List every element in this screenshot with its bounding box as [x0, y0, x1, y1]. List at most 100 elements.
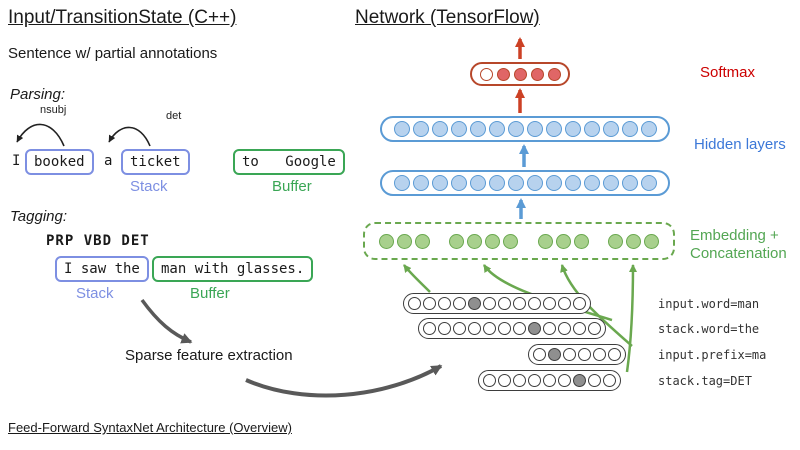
- unit-circle: [488, 175, 505, 191]
- unit-circle: [513, 297, 526, 310]
- unit-circle: [467, 233, 483, 249]
- unit-circle: [513, 374, 526, 387]
- unit-circle: [545, 175, 562, 191]
- sentence-subtitle: Sentence w/ partial annotations: [8, 45, 218, 62]
- hidden-layers-label: Hidden layers: [694, 136, 786, 153]
- unit-circle: [543, 297, 556, 310]
- embedding-label-line1: Embedding +: [690, 227, 779, 244]
- unit-circle: [507, 175, 524, 191]
- unit-circle: [483, 297, 496, 310]
- unit-circle: [621, 175, 638, 191]
- unit-circle: [593, 348, 606, 361]
- unit-circle: [573, 297, 586, 310]
- unit-circle: [496, 67, 510, 81]
- unit-circle: [563, 348, 576, 361]
- unit-circle: [543, 374, 556, 387]
- tagging-stack-label: Stack: [76, 285, 114, 302]
- unit-circle: [393, 175, 410, 191]
- unit-circle: [564, 175, 581, 191]
- embedding-groups: [379, 233, 659, 249]
- parsing-buffer-label: Buffer: [272, 178, 312, 195]
- unit-circle: [625, 233, 641, 249]
- hidden-layer-2: [380, 170, 670, 196]
- unit-circle: [483, 322, 496, 335]
- sparse-feature-extraction-label: Sparse feature extraction: [125, 347, 293, 364]
- tagging-buffer-label: Buffer: [190, 285, 230, 302]
- feature-label-stack-word: stack.word=the: [658, 322, 760, 336]
- unit-circle: [573, 233, 589, 249]
- feature-label-input-word: input.word=man: [658, 297, 760, 311]
- unit-circle: [507, 121, 524, 137]
- embedding-label-line2: Concatenation: [690, 245, 787, 262]
- feature-label-stack-tag: stack.tag=DET: [658, 374, 752, 388]
- unit-circle: [543, 322, 556, 335]
- hidden-layer-circles-2: [393, 175, 657, 191]
- softmax-label: Softmax: [700, 64, 756, 81]
- unit-circle: [449, 233, 465, 249]
- embedding-group: [449, 233, 519, 249]
- unit-circle: [573, 374, 586, 387]
- unit-circle: [608, 348, 621, 361]
- unit-circle: [607, 233, 623, 249]
- unit-circle: [602, 121, 619, 137]
- sparse-to-network-arrow: [245, 364, 443, 398]
- unit-circle: [548, 348, 561, 361]
- unit-circle: [498, 322, 511, 335]
- feature-label-input-prefix: input.prefix=ma: [658, 348, 767, 362]
- token-booked-stack-box: booked: [25, 149, 94, 175]
- unit-circle: [438, 297, 451, 310]
- arc-nsubj-arrow: [16, 123, 65, 147]
- unit-circle: [555, 233, 571, 249]
- feature1-to-embedding-arrow: [403, 264, 431, 293]
- unit-circle: [450, 175, 467, 191]
- unit-circle: [583, 121, 600, 137]
- unit-circle: [583, 175, 600, 191]
- unit-circle: [547, 67, 561, 81]
- hidden-layer-circles-1: [393, 121, 657, 137]
- unit-circle: [397, 233, 412, 249]
- unit-circle: [528, 374, 541, 387]
- unit-circle: [621, 121, 638, 137]
- unit-circle: [379, 233, 394, 249]
- unit-circle: [573, 322, 586, 335]
- unit-circle: [431, 175, 448, 191]
- unit-circle: [526, 175, 543, 191]
- embedding-group: [607, 233, 659, 249]
- unit-circle: [498, 374, 511, 387]
- unit-circle: [545, 121, 562, 137]
- arc-det-label: det: [166, 110, 182, 122]
- unit-circle: [528, 297, 541, 310]
- tagging-label: Tagging:: [10, 208, 67, 225]
- softmax-layer: [470, 62, 570, 86]
- unit-circle: [533, 348, 546, 361]
- unit-circle: [602, 175, 619, 191]
- unit-circle: [640, 121, 657, 137]
- left-title: Input/TransitionState (C++): [8, 7, 237, 28]
- footer-caption: Feed-Forward SyntaxNet Architecture (Ove…: [8, 420, 292, 435]
- tagging-stack-box: I saw the: [55, 256, 149, 282]
- unit-circle: [431, 121, 448, 137]
- unit-circle: [423, 322, 436, 335]
- pos-tags: PRP VBD DET: [46, 233, 150, 249]
- unit-circle: [393, 121, 410, 137]
- unit-circle: [468, 322, 481, 335]
- unit-circle: [450, 121, 467, 137]
- arc-nsubj-label: nsubj: [40, 104, 67, 116]
- unit-circle: [483, 374, 496, 387]
- unit-circle: [578, 348, 591, 361]
- unit-circle: [468, 297, 481, 310]
- unit-circle: [453, 297, 466, 310]
- unit-circle: [412, 121, 429, 137]
- feature4-to-embedding-arrow: [625, 264, 637, 373]
- tagging-buffer-box: man with glasses.: [152, 256, 314, 282]
- feature-row-stack-word: [418, 318, 606, 339]
- unit-circle: [513, 322, 526, 335]
- unit-circle: [603, 374, 616, 387]
- unit-circle: [408, 297, 421, 310]
- unit-circle: [469, 121, 486, 137]
- token-to-google-buffer-box: to Google: [233, 149, 345, 175]
- parsing-label: Parsing:: [10, 86, 66, 103]
- unit-circle: [453, 322, 466, 335]
- unit-circle: [530, 67, 544, 81]
- unit-circle: [564, 121, 581, 137]
